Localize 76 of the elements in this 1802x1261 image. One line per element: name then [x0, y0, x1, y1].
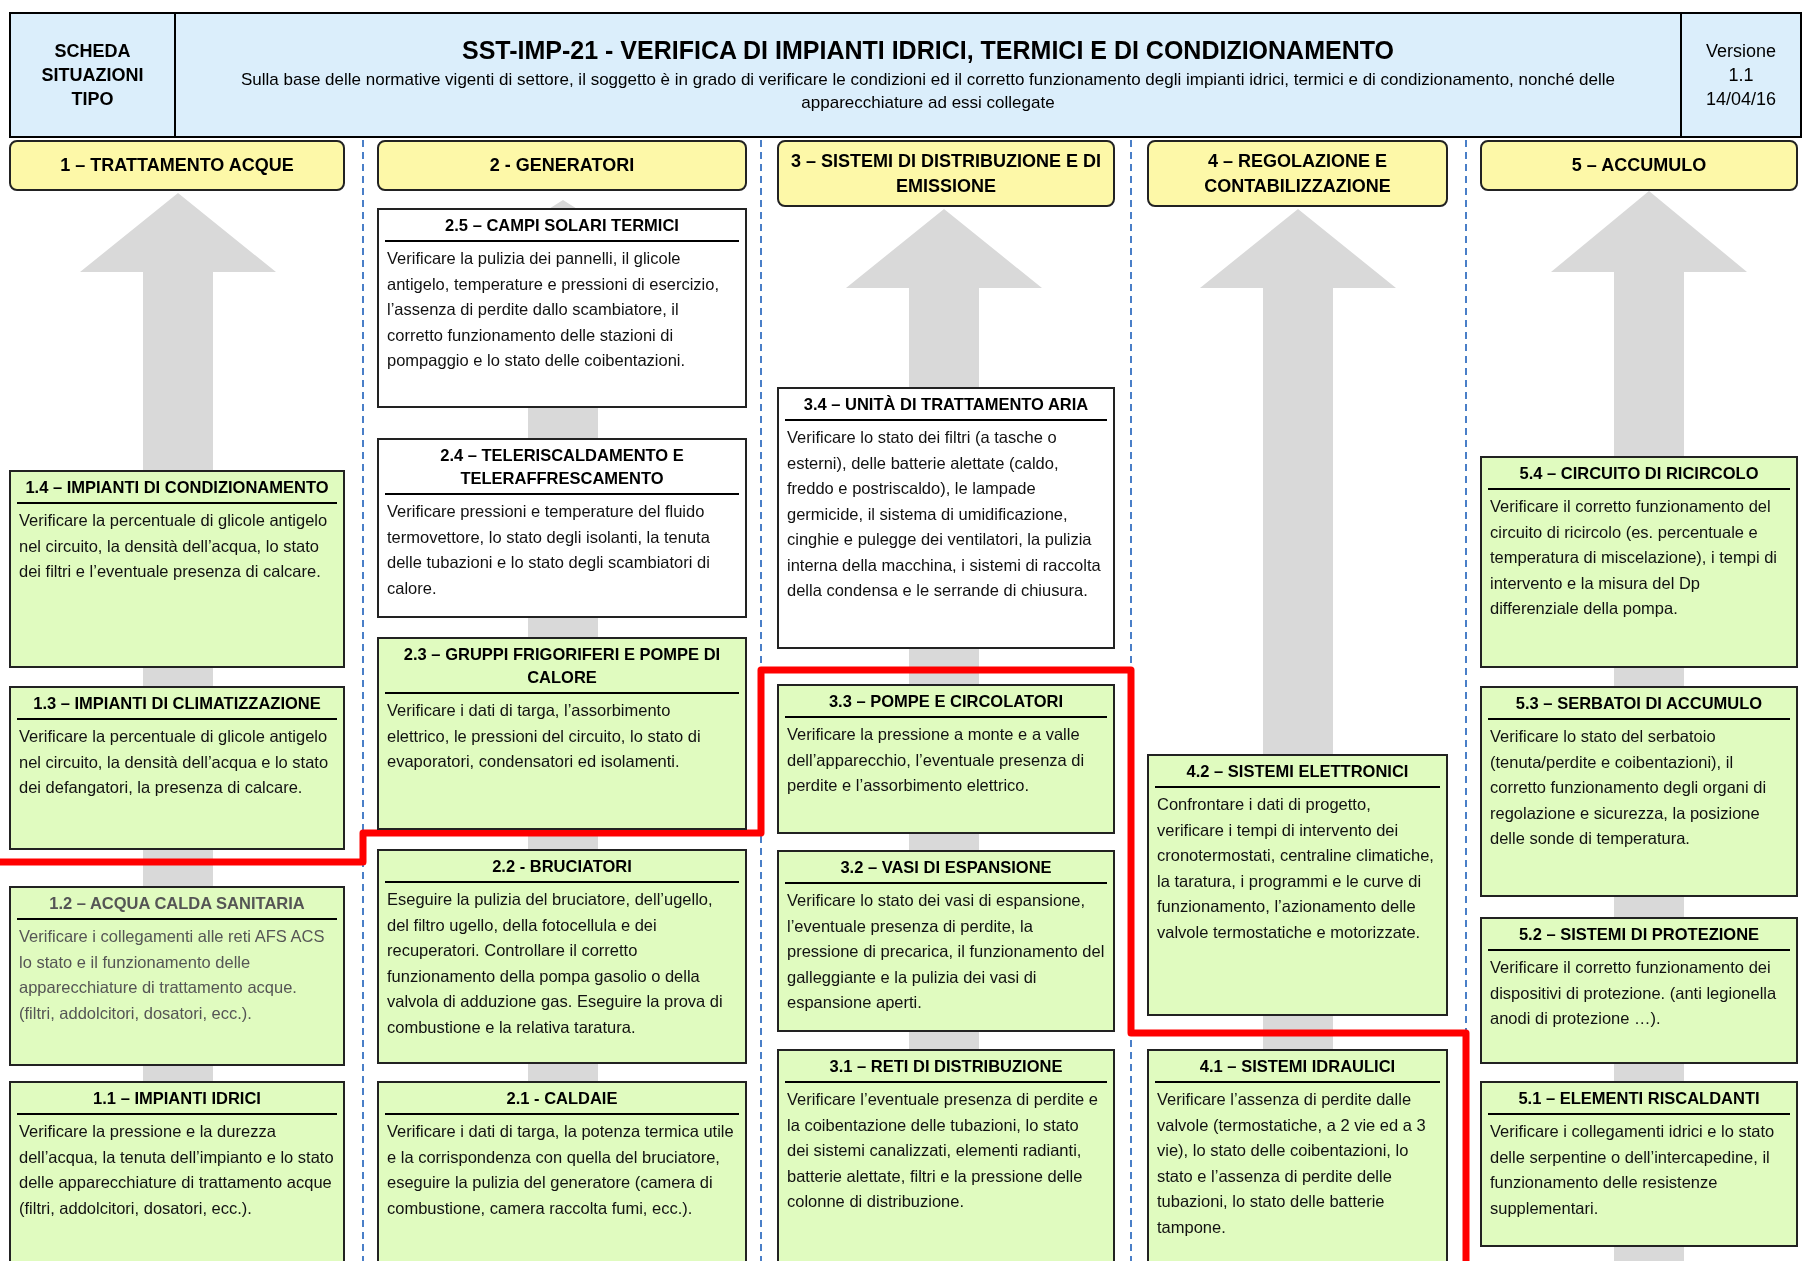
card-description: Verificare lo stato dei vasi di espansione, l’eventuale presenza di perdite, la pressione di precarica, il funzionamento del galleggiante e la pulizia dei vasi di espansione aperti. [786, 890, 1106, 1014]
card-heading: 4.1 – SISTEMI IDRAULICI [1155, 1055, 1440, 1084]
task-card [1480, 686, 1798, 897]
title: SST-IMP-21 - VERIFICA DI IMPIANTI IDRICI, TERMICI E DI CONDIZIONAMENTO [462, 35, 1394, 65]
header-text: 14/04/16 [1705, 88, 1777, 112]
task-card [9, 886, 345, 1066]
task-card [377, 1081, 747, 1261]
column-header [777, 140, 1115, 207]
task-card [9, 470, 345, 668]
card-description: Verificare il corretto funzionamento dei dispositivi di protezione. (anti legionella anodi di protezione …). [1489, 957, 1778, 1030]
title-banner [174, 12, 1682, 138]
card-description: Verificare l’eventuale presenza di perdite e la coibentazione delle tubazioni, lo stato dei sistemi canalizzati, elementi radianti, batterie alettate, filtri e la pressione delle colonne di distribuzione. [786, 1089, 1099, 1213]
card-description: Verificare i collegamenti idrici e lo stato delle serpentine o dell’intercapedine, il funzionamento delle resistenze supplementari. [1489, 1121, 1776, 1219]
task-card [9, 686, 345, 850]
task-card [9, 1081, 345, 1261]
card-description: Verificare la percentuale di glicole antigelo nel circuito, la densità dell’acqua, lo stato dei filtri e l’eventuale presenza di calcare. [18, 510, 329, 583]
card-description: Verificare la pressione e la durezza dell’acqua, la tenuta dell’impianto e lo stato delle apparecchiature di trattamento acque (filtri, addolcitori, dosatori, ecc.). [18, 1121, 335, 1219]
card-heading: 3.4 – UNITÀ DI TRATTAMENTO ARIA [785, 393, 1107, 422]
card-description: Eseguire la pulizia del bruciatore, dell’ugello, del filtro ugello, della fotocellula e dei recuperatori. Controllare il corretto funzionamento della pompa gasolio o della valvola di adduzione gas. Eseguire la prova di combustione e la relativa taratura. [386, 889, 724, 1038]
card-description: Verificare i collegamenti alle reti AFS ACS lo stato e il funzionamento delle apparecchiature di trattamento acque. (filtri, addolcitori, dosatori, ecc.). [18, 926, 326, 1024]
card-heading: 1.1 – IMPIANTI IDRICI [17, 1087, 337, 1116]
subtitle: Sulla base delle normative vigenti di settore, il soggetto è in grado di verificare le condizioni ed il corretto funzionamento degli impianti idrici, termici e di condizionamento, nonché delle apparecchiature ad essi collegate [240, 68, 1616, 114]
task-card [1480, 456, 1798, 668]
card-heading: 4.2 – SISTEMI ELETTRONICI [1155, 760, 1440, 789]
task-card [377, 438, 747, 618]
task-card [777, 1049, 1115, 1261]
card-heading: 5.2 – SISTEMI DI PROTEZIONE [1488, 923, 1790, 952]
task-card [777, 850, 1115, 1032]
card-heading: 5.3 – SERBATOI DI ACCUMULO [1488, 692, 1790, 721]
card-description: Verificare pressioni e temperature del fluido termovettore, lo stato degli isolanti, la tenuta delle tubazioni e lo stato degli scambiatori di calore. [386, 501, 711, 599]
header-text: 1.1 [1728, 63, 1754, 87]
card-heading: 3.2 – VASI DI ESPANSIONE [785, 856, 1107, 885]
card-description: Confrontare i dati di progetto, verificare i tempi di intervento dei cronotermostati, centraline climatiche, la taratura, i programmi e le curve di funzionamento, l’azionamento delle valvole termostatiche e motorizzate. [1156, 794, 1435, 943]
header-text: SCHEDA SITUAZIONI TIPO [40, 39, 145, 112]
card-heading: 1.2 – ACQUA CALDA SANITARIA [17, 892, 337, 921]
card-heading: 5.1 – ELEMENTI RISCALDANTI [1488, 1087, 1790, 1116]
task-card [1480, 917, 1798, 1064]
card-heading: 2.5 – CAMPI SOLARI TERMICI [385, 214, 739, 243]
card-heading: 5.4 – CIRCUITO DI RICIRCOLO [1488, 462, 1790, 491]
task-card [777, 684, 1115, 834]
card-heading: 2.4 – TELERISCALDAMENTO E TELERAFFRESCAMENTO [385, 444, 739, 496]
column-title: 5 – ACCUMULO [1571, 154, 1707, 178]
column-title: 3 – SISTEMI DI DISTRIBUZIONE E DI EMISSIONE [789, 150, 1102, 198]
task-card [1147, 1049, 1448, 1261]
card-description: Verificare la percentuale di glicole antigelo nel circuito, la densità dell’acqua e lo stato dei defangatori, la presenza di calcare. [18, 726, 330, 799]
card-description: Verificare la pulizia dei pannelli, il glicole antigelo, temperature e pressioni di esercizio, l’assenza di perdite dallo scambiatore, il corretto funzionamento delle stazioni di pompaggio e lo stato delle coibentazioni. [386, 248, 720, 372]
card-heading: 1.4 – IMPIANTI DI CONDIZIONAMENTO [17, 476, 337, 505]
card-description: Verificare i dati di targa, l’assorbimento elettrico, le pressioni del circuito, lo stato di evaporatori, condensatori ed isolamenti. [386, 700, 702, 773]
header-text: Versione [1705, 39, 1777, 63]
card-description: Verificare il corretto funzionamento del circuito di ricircolo (es. percentuale e temperatura di miscelazione), i tempi di intervento e la misura del Dp differenziale della pompa. [1489, 496, 1779, 620]
card-description: Verificare la pressione a monte e a valle dell’apparecchio, l’eventuale presenza di perdite e l’assorbimento elettrico. [786, 724, 1086, 797]
card-description: Verificare i dati di targa, la potenza termica utile e la corrispondenza con quella del bruciatore, eseguire la pulizia del generatore (camera di combustione, camera raccolta fumi, ecc.). [386, 1121, 735, 1219]
card-description: Verificare l’assenza di perdite dalle valvole (termostatiche, a 2 vie ed a 3 vie), lo stato delle coibentazioni, lo stato e l’assenza di perdite delle tubazioni, lo stato delle batterie tampone. [1156, 1089, 1427, 1238]
card-description: Verificare lo stato del serbatoio (tenuta/perdite e coibentazioni), il corretto funzionamento degli organi di regolazione e sicurezza, la posizione delle sonde di temperatura. [1489, 726, 1768, 850]
column-title: 1 – TRATTAMENTO ACQUE [60, 154, 294, 178]
card-heading: 3.3 – POMPE E CIRCOLATORI [785, 690, 1107, 719]
card-heading: 3.1 – RETI DI DISTRIBUZIONE [785, 1055, 1107, 1084]
task-card [777, 387, 1115, 649]
header-cell [9, 12, 176, 138]
column-title: 2 - GENERATORI [489, 154, 635, 178]
column-title: 4 – REGOLAZIONE E CONTABILIZZAZIONE [1203, 150, 1392, 198]
card-heading: 1.3 – IMPIANTI DI CLIMATIZZAZIONE [17, 692, 337, 721]
card-heading: 2.2 - BRUCIATORI [385, 855, 739, 884]
task-card [1147, 754, 1448, 1016]
card-heading: 2.1 - CALDAIE [385, 1087, 739, 1116]
header-cell [1680, 12, 1802, 138]
task-card [377, 208, 747, 408]
card-description: Verificare lo stato dei filtri (a tasche o esterni), delle batterie alettate (caldo, freddo e postriscaldo), le lampade germicide, il sistema di umidificazione, cinghie e pulegge dei ventilatori, la pulizia interna della macchina, i sistemi di raccolta della condensa e le serrande di chiusura. [786, 427, 1102, 602]
column-header [1147, 140, 1448, 207]
column-header [9, 140, 345, 191]
task-card [1480, 1081, 1798, 1247]
card-heading: 2.3 – GRUPPI FRIGORIFERI E POMPE DI CALORE [385, 643, 739, 695]
column-header [377, 140, 747, 191]
column-header [1480, 140, 1798, 191]
task-card [377, 849, 747, 1064]
task-card [377, 637, 747, 830]
